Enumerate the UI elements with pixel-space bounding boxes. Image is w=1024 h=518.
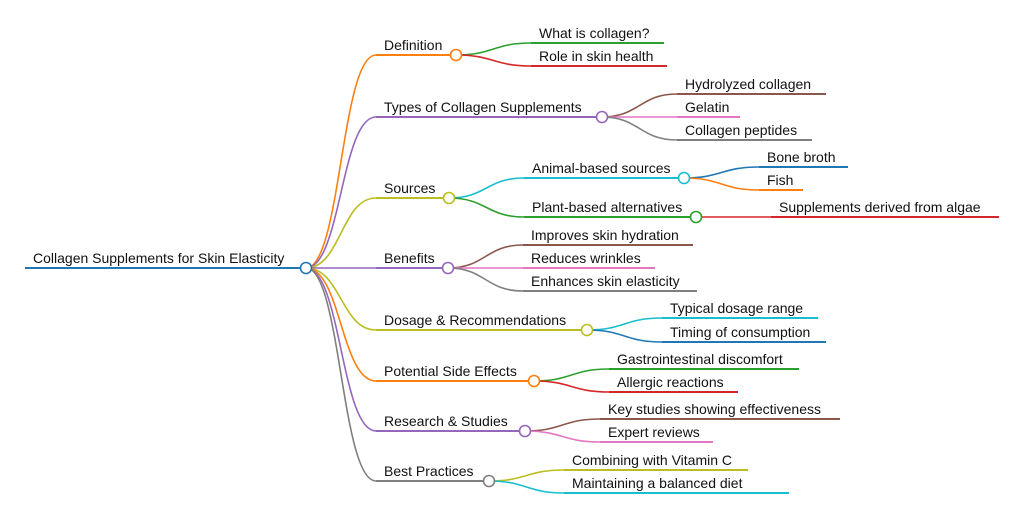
link-animal-based-sources-fish <box>683 177 760 191</box>
branch-benefits: Benefits <box>384 250 435 266</box>
link-potential-side-effects-allergic-reactions <box>533 380 610 393</box>
link-research-and-studies-expert-reviews <box>524 430 601 443</box>
branch-circle-benefits[interactable] <box>441 261 455 275</box>
branch-circle-dosage-and-recommendations[interactable] <box>580 323 594 337</box>
link-root-research-and-studies <box>305 267 377 432</box>
node-improves-skin-hydration: Improves skin hydration <box>531 227 679 243</box>
link-sources-plant-based-alternatives <box>448 197 525 218</box>
node-animal-based-sources: Animal-based sources <box>532 160 671 176</box>
link-root-best-practices <box>305 267 377 482</box>
branch-definition: Definition <box>384 37 442 53</box>
node-what-is-collagen: What is collagen? <box>539 25 650 41</box>
link-types-of-collagen-supplements-hydrolyzed-collagen <box>601 93 678 118</box>
node-collagen-peptides: Collagen peptides <box>685 122 797 138</box>
link-research-and-studies-key-studies-showing-effectiveness <box>524 418 601 432</box>
node-combining-with-vitamin-c: Combining with Vitamin C <box>572 452 732 468</box>
branch-research-and-studies: Research & Studies <box>384 413 508 429</box>
branch-circle-potential-side-effects[interactable] <box>527 374 541 388</box>
link-root-potential-side-effects <box>305 267 377 382</box>
root-label: Collagen Supplements for Skin Elasticity <box>33 250 284 266</box>
node-reduces-wrinkles: Reduces wrinkles <box>531 250 641 266</box>
link-sources-animal-based-sources <box>448 177 525 199</box>
link-root-types-of-collagen-supplements <box>305 116 377 269</box>
branch-circle-definition[interactable] <box>449 48 463 62</box>
branch-types-of-collagen-supplements: Types of Collagen Supplements <box>384 99 582 115</box>
leaf-bone-broth: Bone broth <box>767 149 836 165</box>
link-best-practices-maintaining-a-balanced-diet <box>488 480 565 494</box>
branch-circle-types-of-collagen-supplements[interactable] <box>595 110 609 124</box>
node-maintaining-a-balanced-diet: Maintaining a balanced diet <box>572 475 743 491</box>
link-dosage-and-recommendations-typical-dosage-range <box>586 317 663 331</box>
node-allergic-reactions: Allergic reactions <box>617 374 724 390</box>
link-best-practices-combining-with-vitamin-c <box>488 469 565 482</box>
branch-circle-research-and-studies[interactable] <box>518 424 532 438</box>
link-animal-based-sources-bone-broth <box>683 166 760 179</box>
node-circle-animal-based-sources[interactable] <box>677 171 691 185</box>
node-gastrointestinal-discomfort: Gastrointestinal discomfort <box>617 351 783 367</box>
node-role-in-skin-health: Role in skin health <box>539 48 653 64</box>
link-potential-side-effects-gastrointestinal-discomfort <box>533 368 610 382</box>
branch-circle-best-practices[interactable] <box>482 474 496 488</box>
link-benefits-enhances-skin-elasticity <box>447 267 524 292</box>
link-root-definition <box>305 54 377 269</box>
link-definition-role-in-skin-health <box>455 54 532 67</box>
branch-circle-sources[interactable] <box>442 191 456 205</box>
branch-sources: Sources <box>384 180 435 196</box>
branch-best-practices: Best Practices <box>384 463 473 479</box>
leaf-supplements-derived-from-algae: Supplements derived from algae <box>779 199 981 215</box>
branch-potential-side-effects: Potential Side Effects <box>384 363 517 379</box>
node-timing-of-consumption: Timing of consumption <box>670 324 810 340</box>
node-gelatin: Gelatin <box>685 99 729 115</box>
link-root-sources <box>305 197 377 269</box>
branch-dosage-and-recommendations: Dosage & Recommendations <box>384 312 566 328</box>
root-circle[interactable] <box>299 261 313 275</box>
link-types-of-collagen-supplements-collagen-peptides <box>601 116 678 141</box>
link-definition-what-is-collagen <box>455 42 532 56</box>
node-hydrolyzed-collagen: Hydrolyzed collagen <box>685 76 811 92</box>
link-root-dosage-and-recommendations <box>305 267 377 331</box>
node-key-studies-showing-effectiveness: Key studies showing effectiveness <box>608 401 821 417</box>
node-expert-reviews: Expert reviews <box>608 424 700 440</box>
link-dosage-and-recommendations-timing-of-consumption <box>586 329 663 343</box>
link-benefits-improves-skin-hydration <box>447 244 524 269</box>
leaf-fish: Fish <box>767 172 793 188</box>
node-enhances-skin-elasticity: Enhances skin elasticity <box>531 273 680 289</box>
node-circle-plant-based-alternatives[interactable] <box>689 210 703 224</box>
node-plant-based-alternatives: Plant-based alternatives <box>532 199 682 215</box>
node-typical-dosage-range: Typical dosage range <box>670 300 803 316</box>
